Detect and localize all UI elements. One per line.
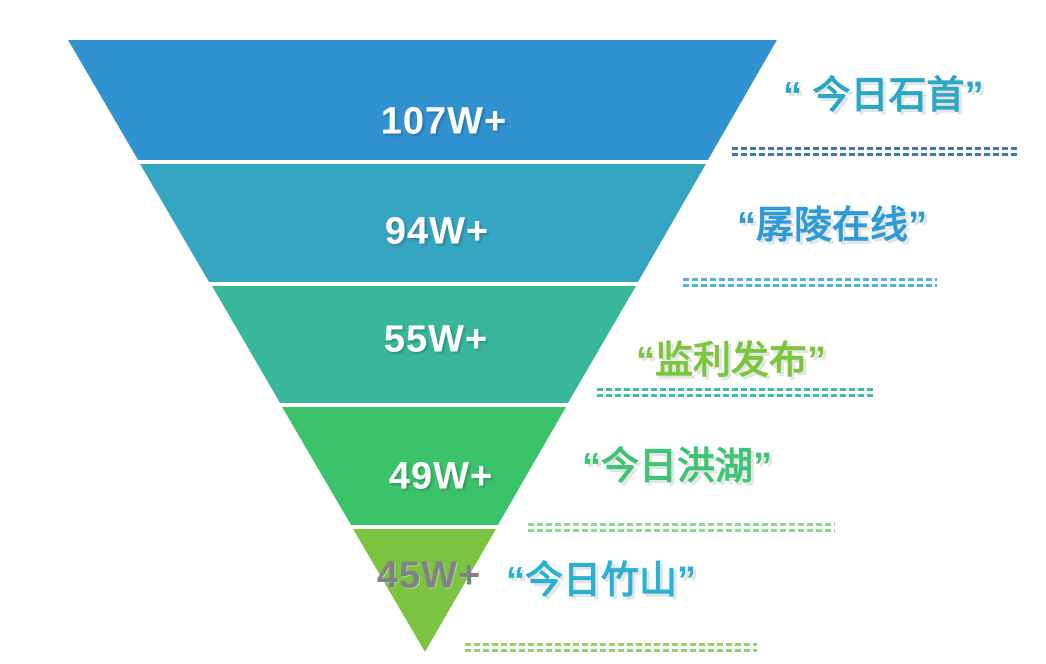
account-label: “监利发布” bbox=[636, 340, 827, 382]
funnel-segment bbox=[140, 164, 706, 282]
funnel-value: 94W+ bbox=[384, 210, 490, 253]
account-label: “ 今日石首” bbox=[783, 75, 984, 117]
funnel-segment bbox=[282, 407, 566, 525]
account-label: “孱陵在线” bbox=[737, 205, 928, 247]
funnel-segment bbox=[68, 40, 777, 160]
dashed-divider bbox=[597, 388, 875, 397]
funnel-segment bbox=[212, 286, 636, 403]
dashed-divider bbox=[683, 278, 937, 287]
dashed-divider bbox=[528, 523, 835, 532]
funnel-segment bbox=[353, 529, 496, 652]
account-label: “今日洪湖” bbox=[582, 446, 773, 488]
dashed-divider bbox=[732, 147, 1020, 156]
dashed-divider bbox=[465, 643, 757, 652]
account-label: “今日竹山” bbox=[506, 560, 697, 602]
funnel-value: 55W+ bbox=[383, 318, 489, 361]
funnel-value: 107W+ bbox=[380, 100, 508, 143]
funnel-value: 49W+ bbox=[388, 455, 494, 498]
funnel-value: 45W+ bbox=[376, 554, 482, 597]
